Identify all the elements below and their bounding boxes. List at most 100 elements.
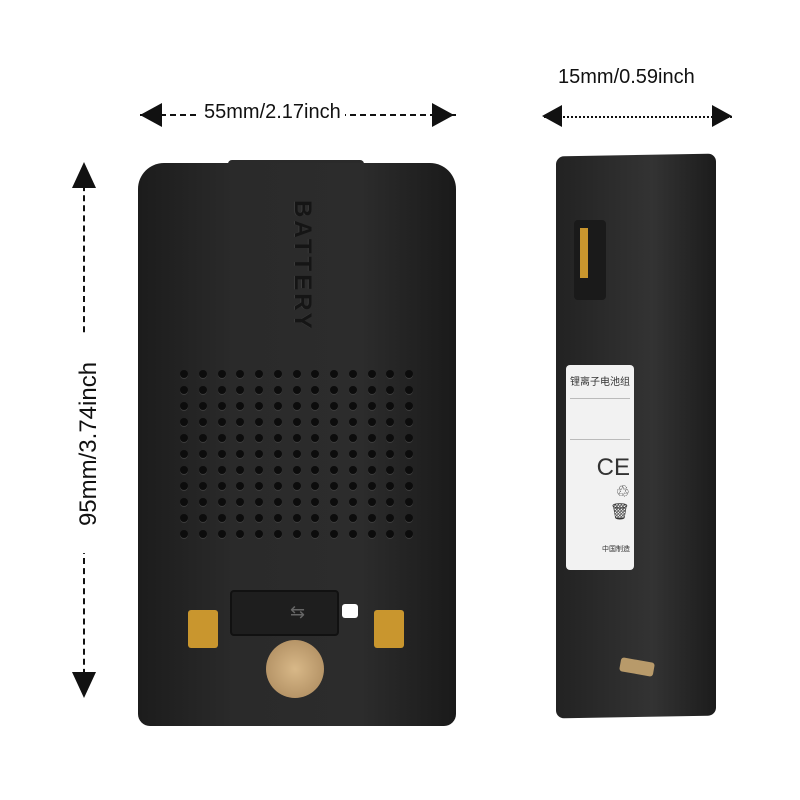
vent-hole	[330, 482, 339, 490]
vent-hole	[330, 386, 339, 394]
vent-hole	[367, 370, 376, 378]
vent-hole	[236, 418, 245, 426]
vent-hole	[180, 418, 188, 426]
vent-hole	[292, 466, 301, 474]
vent-hole	[273, 530, 282, 538]
vent-hole	[198, 418, 207, 426]
vent-hole	[311, 530, 320, 538]
vent-hole	[348, 418, 357, 426]
vent-hole	[311, 450, 320, 458]
vent-hole	[217, 450, 226, 458]
vent-hole	[180, 498, 188, 506]
vent-hole	[348, 402, 357, 410]
arrow-up-icon	[72, 162, 96, 188]
vent-hole	[273, 450, 282, 458]
vent-hole	[311, 466, 320, 474]
vent-hole	[198, 498, 207, 506]
vent-hole	[292, 514, 301, 522]
vent-hole	[273, 418, 282, 426]
vent-hole	[386, 386, 395, 394]
vent-hole	[348, 466, 357, 474]
depth-dimension-line	[544, 116, 732, 118]
vent-hole	[273, 482, 282, 490]
vent-hole	[217, 466, 226, 474]
contact-left	[188, 610, 218, 648]
vent-hole	[330, 450, 339, 458]
vent-hole	[386, 466, 395, 474]
width-label: 55mm/2.17inch	[200, 101, 345, 124]
vent-hole	[292, 450, 301, 458]
usb-port-cover[interactable]: ⇆	[230, 590, 339, 636]
vent-hole	[367, 482, 376, 490]
arrow-left-icon	[140, 103, 162, 127]
vent-hole	[236, 466, 245, 474]
vent-hole	[405, 370, 414, 378]
vent-hole	[236, 370, 245, 378]
vent-hole	[255, 498, 264, 506]
vent-hole	[217, 498, 226, 506]
vent-hole	[348, 514, 357, 522]
vent-hole	[273, 370, 282, 378]
vent-hole	[217, 386, 226, 394]
vent-hole	[217, 418, 226, 426]
vent-hole	[330, 530, 339, 538]
vent-hole	[386, 498, 395, 506]
vent-hole	[180, 402, 188, 410]
vent-hole	[180, 370, 188, 378]
vent-hole	[273, 402, 282, 410]
vent-hole	[292, 530, 301, 538]
vent-hole	[292, 482, 301, 490]
vent-hole	[236, 530, 245, 538]
vent-hole	[386, 402, 395, 410]
vent-hole	[292, 370, 301, 378]
vent-hole	[348, 450, 357, 458]
vent-hole	[386, 450, 395, 458]
vent-hole	[367, 450, 376, 458]
vent-hole	[386, 514, 395, 522]
vent-hole	[367, 514, 376, 522]
vent-hole	[292, 498, 301, 506]
vent-hole	[311, 434, 320, 442]
screw-knob[interactable]	[266, 640, 324, 698]
vent-hole	[255, 370, 264, 378]
vent-hole	[255, 466, 264, 474]
vent-hole	[236, 514, 245, 522]
vent-hole	[311, 514, 320, 522]
vent-hole	[217, 434, 226, 442]
vent-hole	[348, 434, 357, 442]
vent-hole	[405, 434, 414, 442]
vent-hole	[348, 498, 357, 506]
height-label: 95mm/3.74inch	[75, 335, 103, 553]
vent-hole	[367, 402, 376, 410]
arrow-left-icon	[542, 105, 562, 127]
arrow-right-icon	[712, 105, 732, 127]
vent-hole	[217, 402, 226, 410]
vent-hole	[198, 514, 207, 522]
vent-hole	[367, 386, 376, 394]
vent-hole	[217, 530, 226, 538]
vent-hole	[348, 482, 357, 490]
vent-hole	[405, 530, 414, 538]
vent-hole	[348, 386, 357, 394]
vent-hole	[273, 434, 282, 442]
vent-hole	[405, 386, 414, 394]
vent-hole	[311, 498, 320, 506]
vent-hole	[198, 402, 207, 410]
vent-hole	[255, 402, 264, 410]
vent-hole	[273, 498, 282, 506]
vent-hole	[255, 418, 264, 426]
vent-hole	[292, 434, 301, 442]
vent-hole	[311, 386, 320, 394]
vent-hole	[255, 482, 264, 490]
vent-hole	[198, 386, 207, 394]
vent-hole	[180, 466, 188, 474]
vent-hole	[255, 514, 264, 522]
vent-hole	[255, 386, 264, 394]
vent-hole	[236, 386, 245, 394]
vent-hole	[255, 434, 264, 442]
vent-hole	[311, 418, 320, 426]
vent-hole	[330, 418, 339, 426]
vent-hole	[386, 418, 395, 426]
vent-hole	[330, 498, 339, 506]
ce-mark: CE	[596, 454, 630, 481]
